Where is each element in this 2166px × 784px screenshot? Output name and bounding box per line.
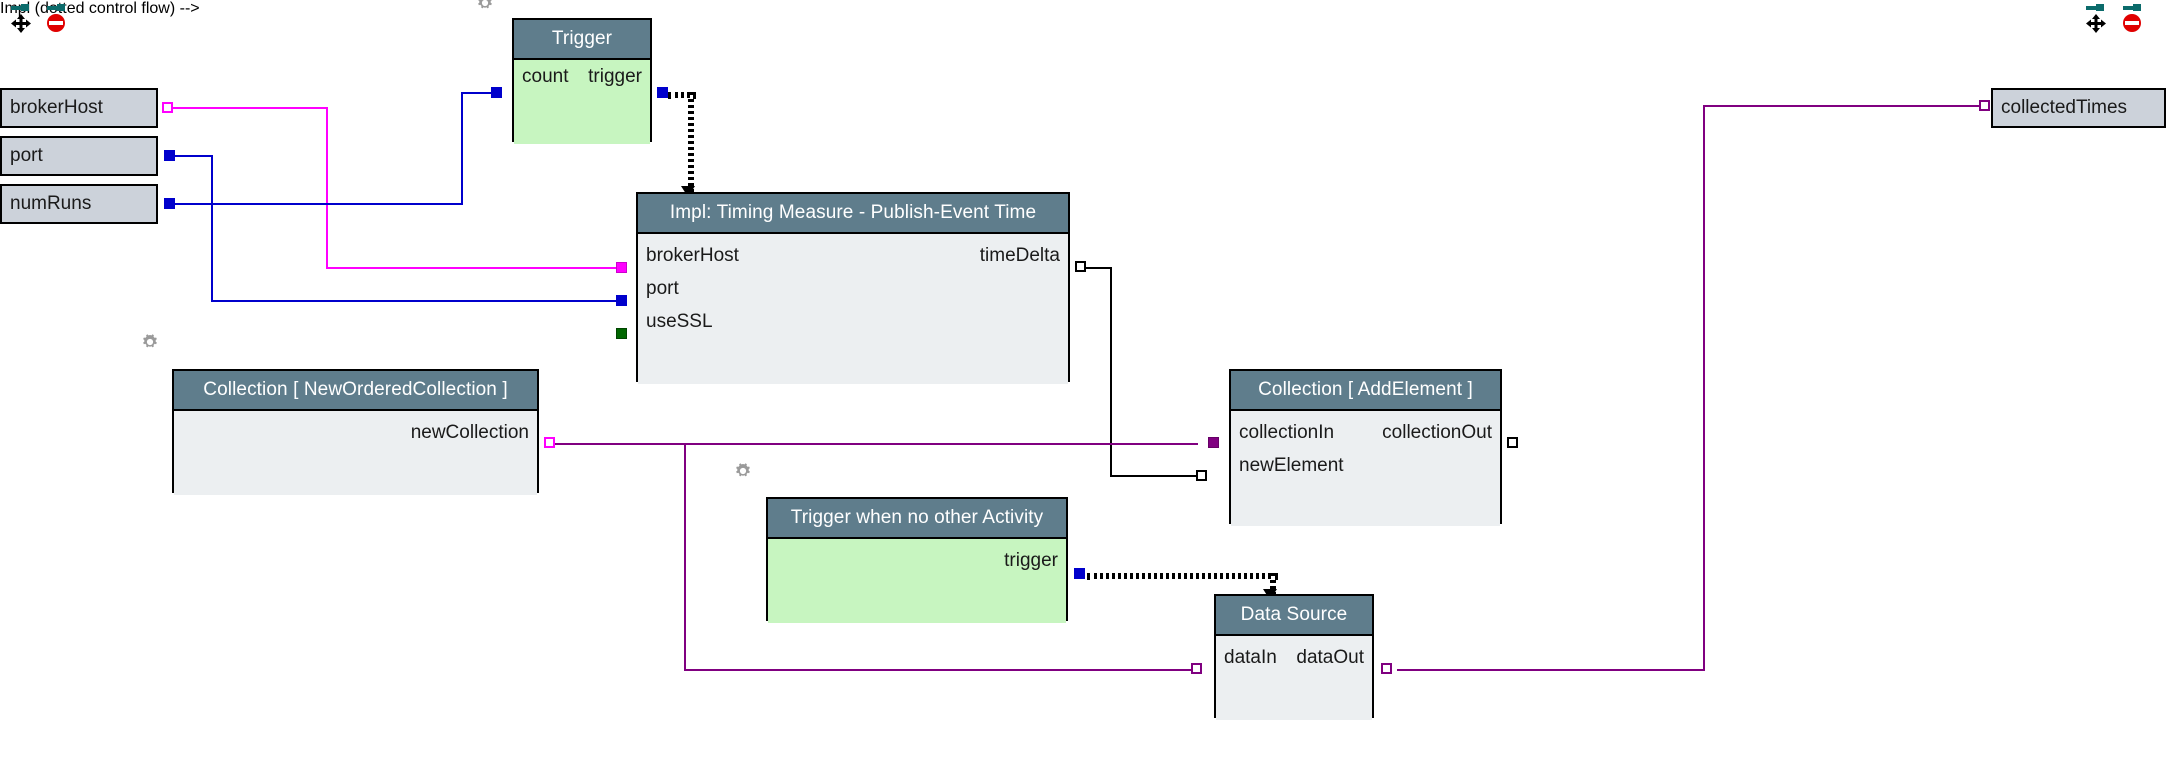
port-port-out[interactable] [164, 150, 175, 161]
port-add-element-collectionout[interactable] [1507, 437, 1518, 448]
wire-newcollection-h [548, 443, 1198, 445]
node-trigger[interactable]: Trigger count trigger [512, 18, 652, 144]
gear-icon-new-collection[interactable] [141, 333, 159, 351]
node-trigger-port-trigger: trigger [588, 66, 642, 87]
node-impl-port-timedelta: timeDelta [979, 245, 1060, 266]
wire-datasource-in-h [684, 669, 1194, 671]
wire-timedelta-h2 [1110, 475, 1196, 477]
wire-timedelta-h1 [1085, 267, 1112, 269]
input-box-port[interactable]: port [0, 136, 158, 176]
port-trigger-count-in[interactable] [491, 87, 502, 98]
wire-datasource-in-v [684, 443, 686, 671]
node-new-ordered-collection[interactable]: Collection [ NewOrderedCollection ] newC… [172, 369, 539, 495]
port-data-source-dataout[interactable] [1381, 663, 1392, 674]
wire-collected-h2 [1703, 105, 1983, 107]
port-impl-timedelta-out[interactable] [1075, 261, 1086, 272]
node-add-element-port-collectionout: collectionOut [1382, 422, 1492, 443]
input-box-numruns[interactable]: numRuns [0, 184, 158, 224]
node-new-collection-title: Collection [ NewOrderedCollection ] [174, 371, 537, 411]
wire-port-v [211, 155, 213, 302]
port-impl-brokerhost-in[interactable] [616, 262, 627, 273]
input-label-numruns: numRuns [10, 193, 92, 214]
wire-idle-control-h [1087, 573, 1278, 579]
port-add-element-collectionin[interactable] [1208, 437, 1219, 448]
node-idle-trigger-title: Trigger when no other Activity [768, 499, 1066, 539]
output-label-collectedtimes: collectedTimes [2001, 97, 2128, 118]
port-data-source-datain[interactable] [1191, 663, 1202, 674]
stop-sign-icon[interactable] [2118, 2, 2148, 36]
wire-timedelta-v [1110, 267, 1112, 477]
gear-icon-idle-trigger[interactable] [734, 462, 752, 480]
port-impl-usessl-in[interactable] [616, 328, 627, 339]
stop-sign-icon[interactable] [42, 2, 72, 36]
port-brokerhost-out[interactable] [162, 102, 173, 113]
move-handle-icon[interactable] [2081, 2, 2111, 36]
gear-icon-trigger[interactable] [476, 0, 494, 12]
wire-brokerhost-h2 [326, 267, 621, 269]
wire-numruns-v [461, 92, 463, 205]
arrowhead-trigger-to-impl [681, 186, 695, 197]
input-box-brokerhost[interactable]: brokerHost [0, 88, 158, 128]
port-newcollection-out[interactable] [544, 437, 555, 448]
node-idle-trigger[interactable]: Trigger when no other Activity trigger [766, 497, 1068, 623]
node-new-collection-port-newcollection: newCollection [410, 422, 529, 443]
wire-collected-h1 [1397, 669, 1705, 671]
node-impl-title: Impl: Timing Measure - Publish-Event Tim… [638, 194, 1068, 234]
node-impl-port-brokerhost: brokerHost [646, 245, 739, 266]
move-handle-icon[interactable] [6, 2, 36, 36]
wire-brokerhost-v [326, 107, 328, 268]
port-add-element-newelement[interactable] [1196, 470, 1207, 481]
node-impl-port-usessl: useSSL [646, 311, 713, 332]
port-numruns-out[interactable] [164, 198, 175, 209]
wire-port-h1 [168, 155, 213, 157]
wire-collected-v [1703, 105, 1705, 671]
node-add-element-port-collectionin: collectionIn [1239, 422, 1335, 443]
wire-port-h2 [211, 300, 621, 302]
node-collection-add-element[interactable]: Collection [ AddElement ] collectionIn c… [1229, 369, 1502, 526]
port-trigger-trigger-out[interactable] [657, 87, 668, 98]
port-idle-trigger-out[interactable] [1074, 568, 1085, 579]
wire-brokerhost-h1 [168, 107, 328, 109]
port-collectedtimes-in[interactable] [1979, 100, 1990, 111]
input-label-port: port [10, 145, 43, 166]
port-impl-port-in[interactable] [616, 295, 627, 306]
input-label-brokerhost: brokerHost [10, 97, 103, 118]
output-box-collectedtimes[interactable]: collectedTimes [1991, 88, 2166, 128]
node-data-source-title: Data Source [1216, 596, 1372, 636]
node-add-element-port-newelement: newElement [1239, 455, 1344, 476]
node-data-source-port-dataout: dataOut [1296, 647, 1364, 668]
node-trigger-port-count: count [522, 66, 569, 87]
node-data-source[interactable]: Data Source dataIn dataOut [1214, 594, 1374, 720]
wire-trigger-control-h [668, 92, 696, 98]
node-trigger-title: Trigger [514, 20, 650, 60]
wire-numruns-h1 [168, 203, 463, 205]
node-impl-port-port: port [646, 278, 679, 299]
node-impl-timing-measure[interactable]: Impl: Timing Measure - Publish-Event Tim… [636, 192, 1070, 384]
node-add-element-title: Collection [ AddElement ] [1231, 371, 1500, 411]
wire-trigger-control-v [688, 92, 694, 199]
wire-numruns-h2 [461, 92, 494, 94]
node-idle-trigger-port-trigger: trigger [1004, 550, 1058, 571]
node-data-source-port-datain: dataIn [1224, 647, 1277, 668]
